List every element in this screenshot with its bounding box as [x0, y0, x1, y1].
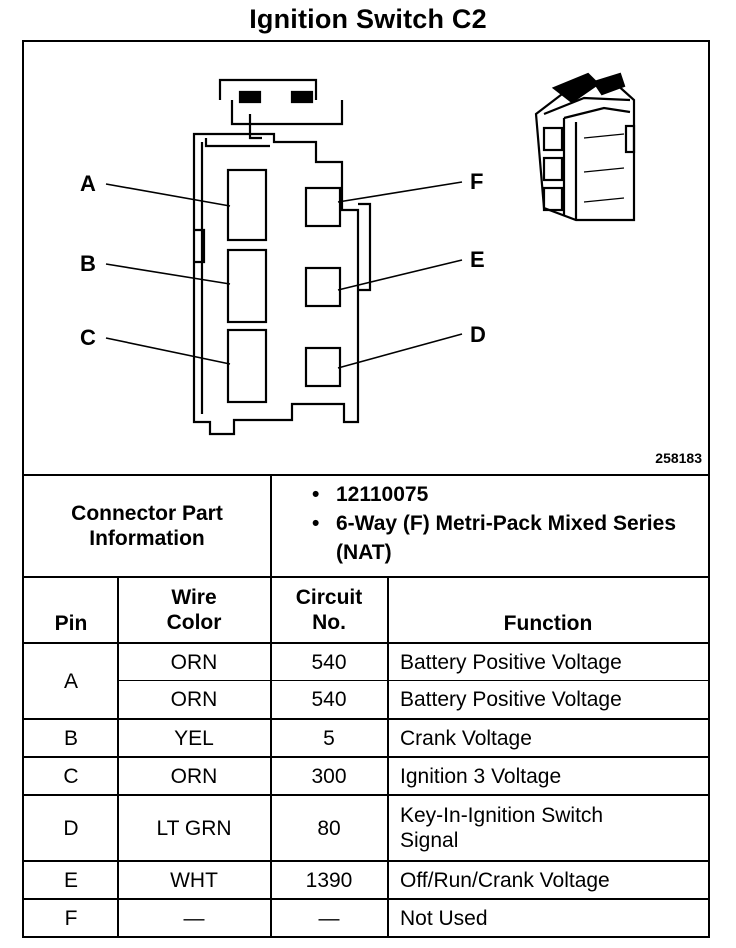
- function-cell: Crank Voltage: [400, 726, 532, 750]
- function-cell: Ignition 3 Voltage: [400, 764, 562, 788]
- wire-color-cell: LT GRN: [156, 816, 232, 840]
- function-cell: Battery Positive Voltage: [400, 650, 622, 674]
- callout-c: C: [80, 325, 96, 350]
- table-header-wire-color: Wire Color: [166, 586, 222, 634]
- wire-color-cell: YEL: [174, 726, 214, 750]
- callout-a: A: [80, 171, 96, 196]
- function-cell: Off/Run/Crank Voltage: [400, 868, 610, 892]
- pin-cell: A: [63, 669, 78, 693]
- wire-color-cell: —: [183, 906, 205, 930]
- circuit-cell: 80: [317, 816, 341, 840]
- pin-cell: B: [63, 726, 78, 750]
- circuit-cell: 1390: [305, 868, 353, 892]
- table-header-circuit-no: Circuit No.: [295, 586, 363, 634]
- circuit-cell: 540: [311, 650, 347, 674]
- circuit-cell: 300: [311, 764, 347, 788]
- connector-info-item: •12110075: [312, 483, 429, 506]
- pin-cell: D: [63, 816, 79, 840]
- function-cell: Key-In-Ignition Switch Signal: [400, 804, 604, 852]
- function-cell: Battery Positive Voltage: [400, 688, 622, 711]
- callout-b: B: [80, 251, 96, 276]
- callout-f: F: [470, 169, 483, 194]
- document-frame: [22, 40, 710, 938]
- circuit-cell: 540: [311, 688, 347, 711]
- figure-number: 258183: [655, 450, 702, 466]
- table-header-pin: Pin: [54, 612, 88, 635]
- connector-info-label: Connector Part Information: [71, 502, 223, 550]
- connector-face-drawing: A B C F E D: [80, 72, 636, 436]
- connector-info-item: •6-Way (F) Metri-Pack Mixed Series (NAT): [312, 512, 676, 564]
- function-cell: Not Used: [400, 906, 488, 930]
- wire-color-cell: WHT: [170, 868, 218, 892]
- callout-e: E: [470, 247, 485, 272]
- circuit-cell: —: [318, 906, 340, 930]
- connector-diagram: A B C F E D 258183: [24, 42, 708, 474]
- wire-color-cell: ORN: [170, 688, 218, 711]
- page-title: Ignition Switch C2: [249, 4, 487, 34]
- table-header-function: Function: [503, 612, 593, 635]
- pin-cell: E: [63, 868, 78, 892]
- wire-color-cell: ORN: [170, 764, 218, 788]
- circuit-cell: 5: [323, 726, 335, 750]
- callout-d: D: [470, 322, 486, 347]
- wire-color-cell: ORN: [170, 650, 218, 674]
- pin-cell: C: [63, 764, 79, 788]
- pin-cell: F: [64, 906, 78, 930]
- connector-info-list: •12110075 •6-Way (F) Metri-Pack Mixed Se…: [312, 480, 696, 567]
